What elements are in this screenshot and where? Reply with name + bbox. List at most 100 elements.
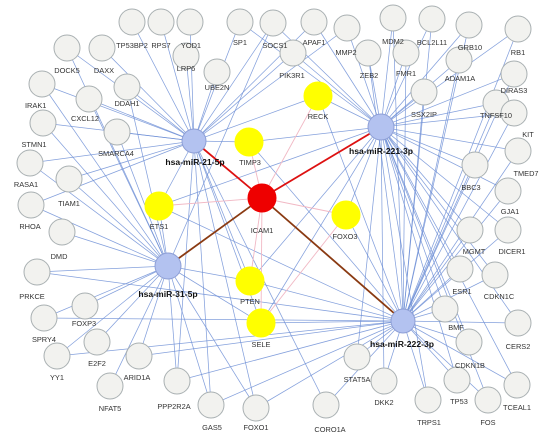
label-arid1a: ARID1A [124,373,151,382]
edge-m21-irak1 [41,83,195,142]
edge-m31-sele [167,265,262,324]
label-mgmt: MGMT [463,247,486,256]
edge-m21-mmp2 [193,27,348,142]
label-dkk2: DKK2 [374,398,393,407]
node-bcl2l11 [418,5,446,33]
label-apaf1: APAF1 [303,38,326,47]
edge-m221-stat5a [356,126,382,358]
label-pik3r1: PIK3R1 [279,71,304,80]
node-gja1 [494,177,522,205]
label-coro1a: CORO1A [314,425,345,434]
label-fos: FOS [480,418,495,427]
label-icam1: ICAM1 [251,226,274,235]
label-stat5a: STAT5A [344,375,371,384]
edge-m21-reck [193,95,319,142]
edge-m222-spry4 [43,317,404,322]
edge-m222-tceal1 [402,320,518,386]
label-smarca4: SMARCA4 [98,149,134,158]
label-m222: hsa-miR-222-3p [370,339,434,349]
node-pik3r1 [279,39,307,67]
node-dkk2 [370,367,398,395]
node-irak1 [28,70,56,98]
edge-icam1-reck [261,95,319,199]
edge-m222-mdm2 [392,17,404,322]
node-prkce [23,258,51,286]
label-tp53bp2: TP53BP2 [116,41,148,50]
node-rps7 [147,8,175,36]
label-diras3: DIRAS3 [501,86,528,95]
edge-m31-spry4 [43,265,169,319]
edge-m222-trps1 [402,320,429,401]
node-rhoa [17,191,45,219]
edge-m31-tiam1 [68,178,169,267]
label-spry4: SPRY4 [32,335,56,344]
node-daxx [88,34,116,62]
label-tceal1: TCEAL1 [503,403,531,412]
node-mgmt [456,216,484,244]
label-reck: RECK [308,112,329,121]
edge-m21-icam1 [193,140,263,199]
node-bbc3 [461,151,489,179]
label-rps7: RPS7 [151,41,170,50]
edge-m222-fmr1 [402,52,407,322]
edge-icam1-ets1 [158,197,263,207]
edge-m21-pten [193,140,251,282]
edge-m221-pik3r1 [292,52,382,128]
label-m21: hsa-miR-21-5p [165,157,224,167]
edge-m221-cers2 [380,126,519,324]
label-ets1: ETS1 [150,222,168,231]
edge-m31-foxp3 [84,265,169,307]
label-rasa1: RASA1 [14,180,38,189]
edge-m222-mgmt [402,229,471,322]
edge-m222-reck [317,95,404,322]
label-stmn1: STMN1 [21,140,46,149]
label-tmed7: TMED7 [513,169,538,178]
label-pten: PTEN [240,297,260,306]
label-cdkn1c: CDKN1C [484,292,515,301]
node-ube2n [203,58,231,86]
edge-m31-arid1a [138,265,169,357]
node-ets1 [144,191,174,221]
edge-m21-rhoa [30,140,195,206]
edge-m221-tceal1 [380,126,518,386]
edge-m221-mgmt [380,126,471,231]
label-timp3: TIMP3 [239,158,261,167]
label-fmr1: FMR1 [396,69,416,78]
node-tp53 [443,366,471,394]
edge-m31-ppp2r2a [167,265,178,382]
edge-m222-gas5 [210,320,404,406]
edge-m222-yy1 [56,320,404,357]
edge-m222-timp3 [248,141,404,322]
edge-m221-cdkn1c [380,126,496,276]
edge-m221-diras3 [380,73,515,128]
edge-m21-cxcl12 [88,98,195,142]
edge-m21-rasa1 [29,140,195,164]
edge-m221-tp53 [380,126,458,381]
edge-m21-tp53bp2 [131,21,195,142]
edge-m222-rb1 [402,28,519,322]
label-tnfsf10: TNFSF10 [480,111,512,120]
edge-m222-gja1 [402,190,509,322]
edge-m221-sele [260,126,382,324]
edge-m222-foxo1 [255,320,404,409]
label-foxp3: FOXP3 [72,319,96,328]
edge-m222-foxo3 [345,214,404,322]
edge-m222-tnfsf10 [402,102,497,322]
node-m222 [390,308,416,334]
label-foxo1: FOXO1 [243,423,268,432]
node-stat5a [343,343,371,371]
node-timp3 [234,127,264,157]
label-irak1: IRAK1 [25,101,46,110]
label-nfat5: NFAT5 [99,404,121,413]
node-pten [235,266,265,296]
node-dicer1 [494,216,522,244]
node-m31 [154,252,182,280]
edge-m31-rhoa [30,204,169,267]
node-cdkn1b [455,328,483,356]
edge-m221-sp1 [239,21,382,128]
edge-m222-ppp2r2a [176,320,404,382]
label-yod1: YOD1 [181,41,201,50]
edge-m222-bcl2l11 [402,18,433,322]
node-icam1 [247,183,277,213]
